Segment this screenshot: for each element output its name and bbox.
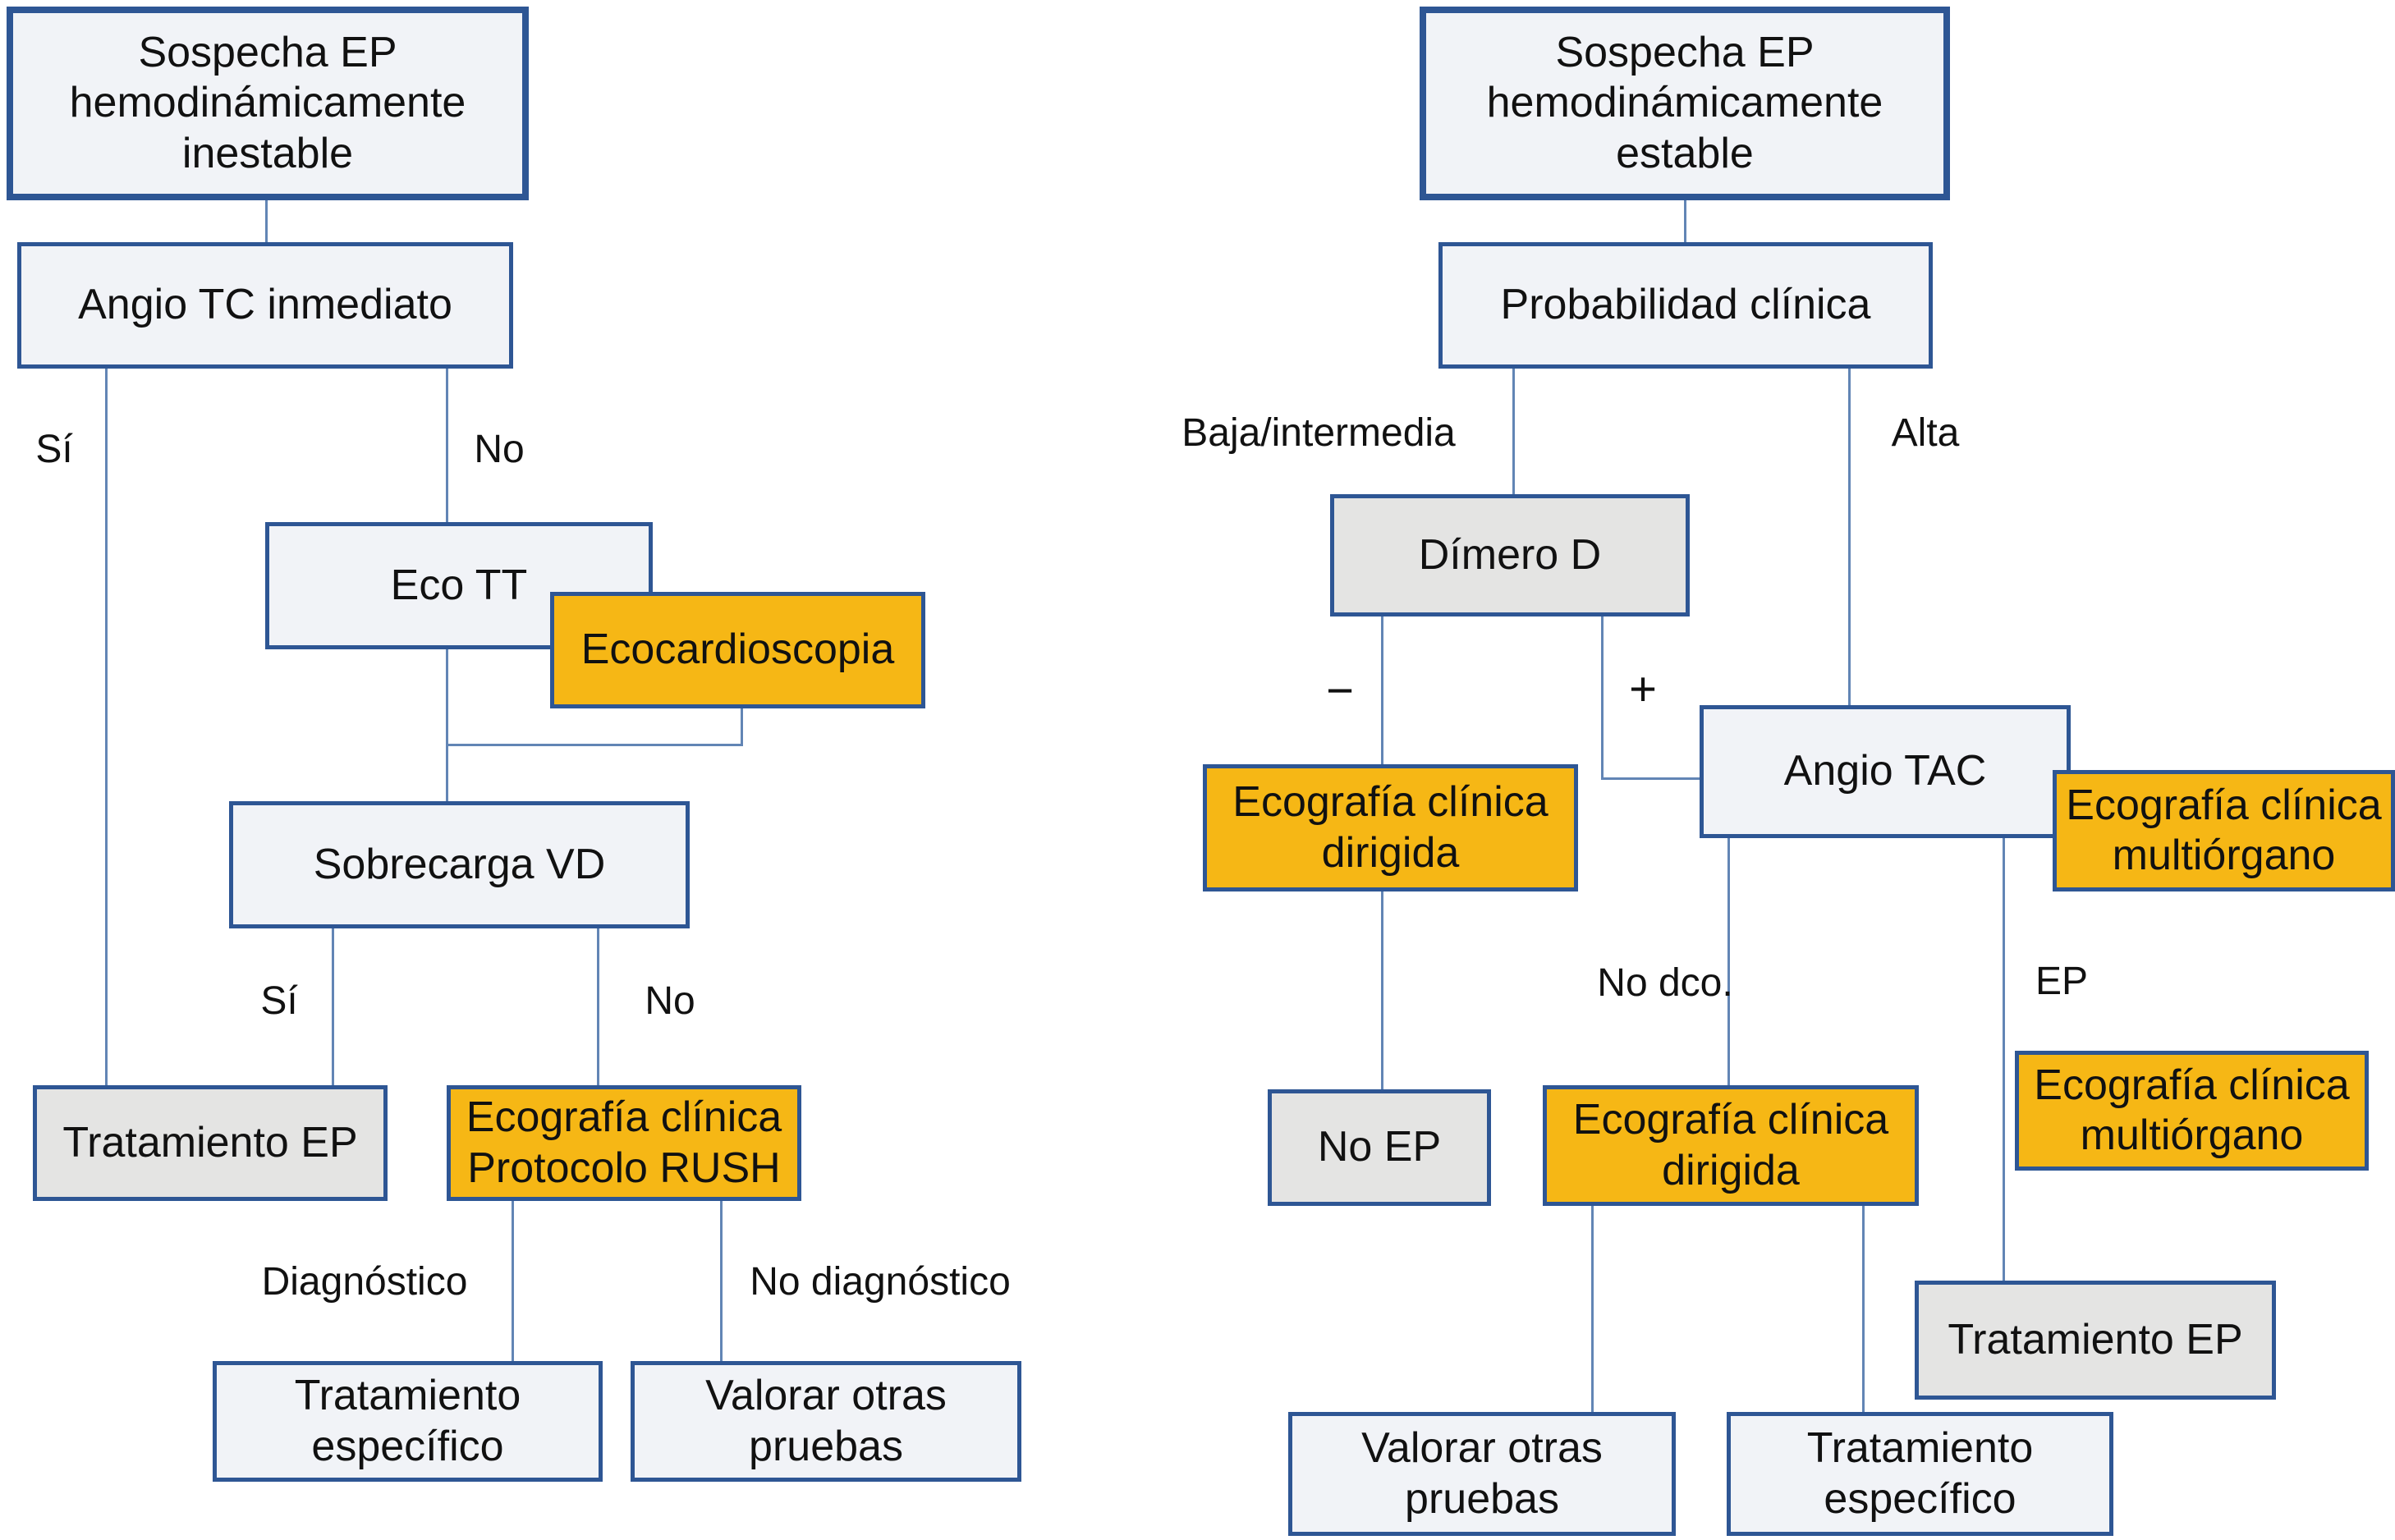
connector-baja-dimero (1512, 369, 1515, 496)
connector-no-diagnostico (720, 1201, 723, 1361)
edge-label-diagnostico: Diagnóstico (261, 1260, 468, 1304)
node-dimero-d: Dímero D (1330, 494, 1690, 616)
edge-label-no-diagnostico: No diagnóstico (750, 1260, 1011, 1304)
connector-dirigida-noep (1381, 891, 1383, 1091)
node-tratamiento-especifico-right: Tratamiento específico (1727, 1412, 2113, 1536)
node-ecocardioscopia: Ecocardioscopia (550, 592, 925, 708)
edge-label-no-2: No (645, 979, 695, 1023)
connector-plus-horizontal (1601, 777, 1701, 780)
node-no-ep: No EP (1268, 1089, 1491, 1206)
connector-si2-tratamiento-ep (332, 928, 334, 1087)
node-eco-tt: Eco TT (265, 522, 653, 649)
connector-diagnostico (512, 1201, 514, 1361)
node-tratamiento-especifico-left: Tratamiento específico (213, 1361, 603, 1482)
node-eco-multiorgano-1: Ecografía clínica multiórgano (2053, 770, 2395, 891)
connector-dirigida2-valorar (1591, 1206, 1594, 1414)
connector-sospecha-probabilidad (1684, 199, 1686, 245)
node-tratamiento-ep-right: Tratamiento EP (1915, 1281, 2276, 1400)
edge-label-si-1: Sí (35, 428, 73, 471)
connector-dirigida2-especifico (1862, 1206, 1865, 1414)
connector-minus-dirigida (1381, 616, 1383, 766)
connector-alta-angiotac (1848, 369, 1851, 707)
edge-label-minus: − (1326, 664, 1354, 717)
node-probabilidad-clinica: Probabilidad clínica (1438, 242, 1933, 369)
edge-label-si-2: Sí (260, 979, 298, 1023)
node-ecografia-protocolo-rush: Ecografía clínica Protocolo RUSH (447, 1085, 801, 1201)
connector-ep-tratamiento (2003, 838, 2005, 1282)
node-eco-multiorgano-2: Ecografía clínica multiórgano (2015, 1051, 2369, 1171)
edge-label-no-1: No (474, 428, 525, 471)
node-eco-dirigida-2: Ecografía clínica dirigida (1543, 1085, 1919, 1206)
edge-label-no-dco: No dco. (1597, 961, 1733, 1005)
connector-ecocardioscopia-drop (741, 708, 743, 746)
connector-nodco-dirigida2 (1727, 838, 1730, 1087)
connector-plus-vertical (1601, 616, 1604, 780)
connector-si-tratamiento-ep (105, 369, 108, 1087)
node-sobrecarga-vd: Sobrecarga VD (229, 801, 690, 928)
node-valorar-otras-pruebas-left: Valorar otras pruebas (631, 1361, 1021, 1482)
node-sospecha-ep-estable: Sospecha EP hemodinámicamente estable (1420, 7, 1950, 200)
edge-label-baja-intermedia: Baja/intermedia (1181, 411, 1456, 455)
edge-label-plus: + (1629, 662, 1657, 716)
connector-sospecha-angiotc (265, 199, 268, 245)
node-tratamiento-ep-left: Tratamiento EP (33, 1085, 388, 1201)
edge-label-alta: Alta (1891, 411, 1960, 455)
node-sospecha-ep-inestable: Sospecha EP hemodinámicamente inestable (7, 7, 529, 200)
connector-ecott-sobrecarga (446, 649, 448, 803)
connector-no-ecott (446, 369, 448, 525)
connector-no2-rush (597, 928, 599, 1087)
connector-elbow-horizontal (446, 744, 743, 746)
node-angio-tc-inmediato: Angio TC inmediato (17, 242, 513, 369)
edge-label-ep: EP (2035, 960, 2089, 1003)
node-valorar-otras-pruebas-right: Valorar otras pruebas (1288, 1412, 1676, 1536)
node-eco-dirigida-1: Ecografía clínica dirigida (1203, 764, 1578, 891)
node-angio-tac: Angio TAC (1700, 705, 2071, 838)
